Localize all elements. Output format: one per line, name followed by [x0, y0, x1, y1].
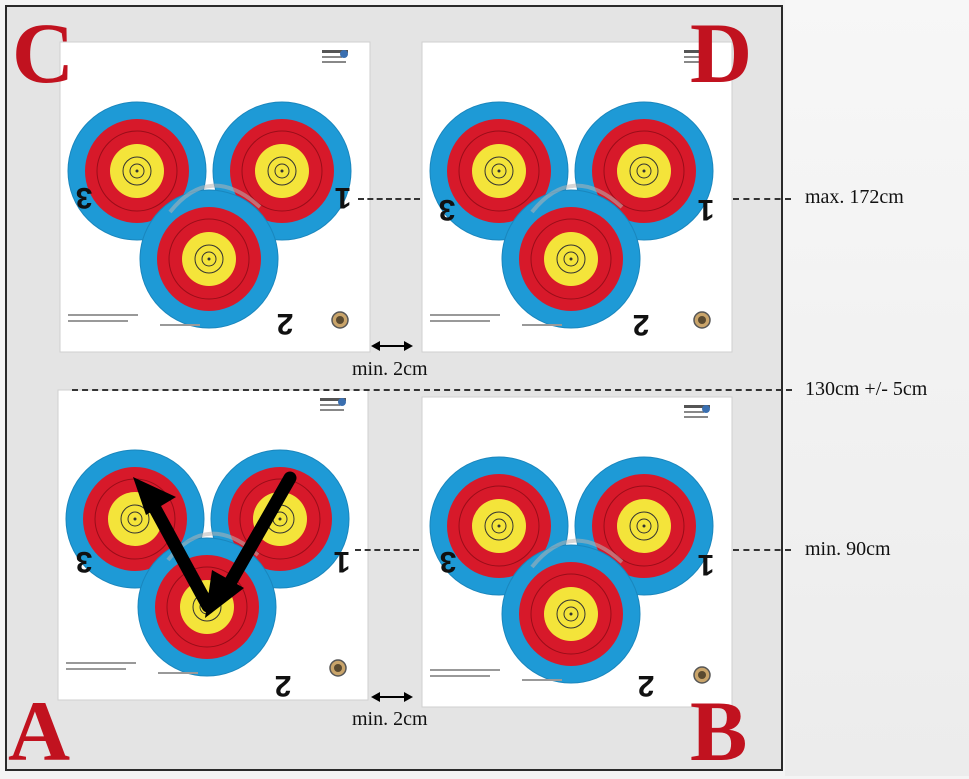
dash-172-right — [733, 198, 791, 200]
number-2: 2 — [275, 669, 292, 702]
number-1: 1 — [698, 193, 715, 226]
letter-c: C — [12, 10, 74, 96]
label-gap-bottom: min. 2cm — [352, 708, 428, 731]
label-max-height: max. 172cm — [805, 186, 904, 209]
letter-b: B — [690, 688, 747, 774]
gap-arrow-top — [371, 341, 413, 351]
number-3: 3 — [439, 193, 456, 226]
number-3: 3 — [440, 545, 457, 578]
number-3: 3 — [76, 545, 93, 578]
number-1: 1 — [335, 181, 352, 214]
label-center-height: 130cm +/- 5cm — [805, 378, 927, 401]
number-2: 2 — [638, 669, 655, 702]
dash-130 — [72, 389, 792, 391]
label-gap-top: min. 2cm — [352, 358, 428, 381]
number-3: 3 — [76, 181, 93, 214]
number-2: 2 — [633, 308, 650, 341]
target-face-a — [58, 390, 368, 700]
letter-a: A — [8, 688, 70, 774]
number-1: 1 — [698, 548, 715, 581]
dash-172-left — [358, 198, 420, 200]
target-face-d — [422, 42, 732, 352]
dash-90-right — [733, 549, 791, 551]
dash-90-left — [355, 549, 419, 551]
number-2: 2 — [277, 307, 294, 340]
target-face-c — [60, 42, 370, 352]
letter-d: D — [690, 10, 752, 96]
label-min-height: min. 90cm — [805, 538, 891, 561]
number-1: 1 — [334, 545, 351, 578]
gap-arrow-bottom — [371, 692, 413, 702]
target-face-b — [422, 397, 732, 707]
